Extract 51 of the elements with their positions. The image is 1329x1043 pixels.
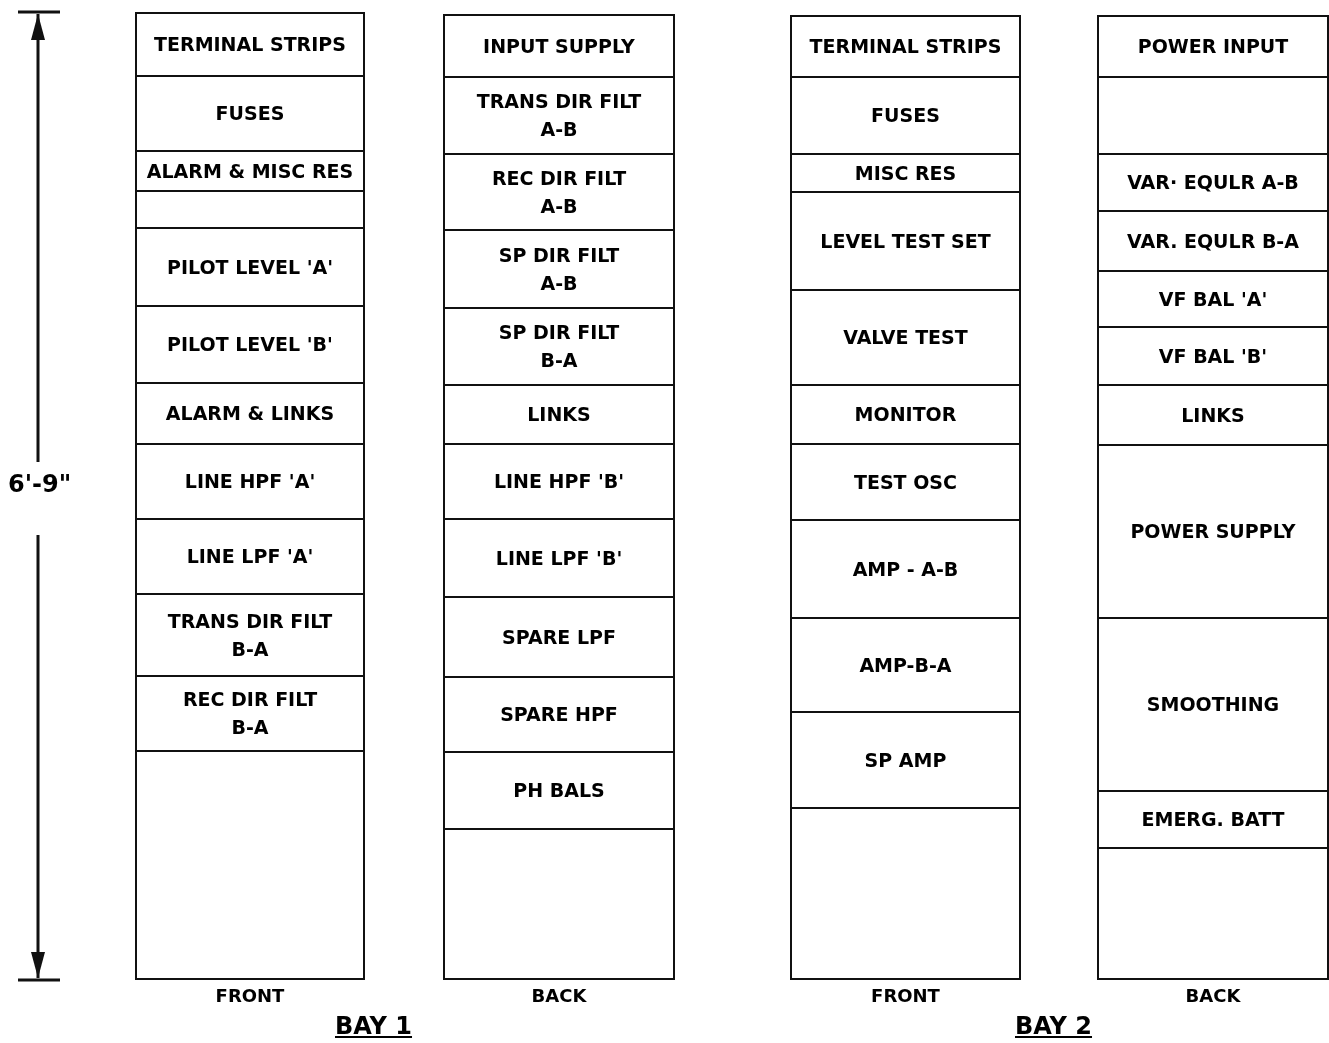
dimension-label: 6'-9" [8,470,72,498]
panel-label: FUSES [215,101,285,126]
bay-title: BAY 1 [335,1012,412,1040]
side-caption: FRONT [214,985,286,1006]
panel-label: MONITOR [854,402,957,427]
panel-label: FUSES [871,103,940,128]
panel-label: SP AMP [864,747,947,773]
panel-label: LEVEL TEST SET [820,228,991,254]
panel-label: VF BAL 'A' [1158,286,1268,312]
panel-label: LINKS [1181,402,1245,428]
panel-label: POWER INPUT [1137,34,1289,60]
panel-label: AMP-B-A [859,652,952,678]
panel-label: SP DIR FILT B-A [497,320,621,373]
equipment-rack [443,14,675,980]
panel-label: INPUT SUPPLY [483,33,635,59]
panel-label: EMERG. BATT [1141,807,1285,832]
panel-label: TRANS DIR FILT B-A [166,608,334,662]
panel-label: VF BAL 'B' [1158,343,1268,369]
panel-label: VALVE TEST [843,325,968,350]
panel-label: PH BALS [513,778,605,803]
panel-label: REC DIR FILT A-B [490,165,628,219]
panel-label: SMOOTHING [1146,692,1280,717]
panel-label: MISC RES [854,160,957,186]
panel-label: SPARE LPF [502,624,616,650]
panel-label: REC DIR FILT B-A [181,687,319,740]
side-caption: BACK [530,985,588,1006]
panel-label: ALARM & LINKS [165,401,335,426]
panel-label: LINKS [527,402,591,427]
panel-label: VAR· EQULR A-B [1127,170,1299,195]
panel-label: PILOT LEVEL 'A' [167,254,333,280]
panel-label: LINE HPF 'A' [184,469,316,494]
panel-label: LINE HPF 'B' [493,469,625,494]
panel-label: LINE LPF 'B' [495,545,623,571]
equipment-rack [135,12,365,980]
panel-label: TEST OSC [854,469,957,495]
panel-label: SP DIR FILT A-B [497,242,621,296]
panel-label: SPARE HPF [500,702,618,727]
panel-label: TERMINAL STRIPS [809,34,1002,60]
panel-label: TRANS DIR FILT A-B [475,89,643,142]
side-caption: BACK [1184,985,1242,1006]
side-caption: FRONT [870,985,941,1006]
panel-label: POWER SUPPLY [1130,519,1296,544]
equipment-rack [790,15,1021,980]
panel-label: PILOT LEVEL 'B' [167,332,333,357]
panel-label: ALARM & MISC RES [146,158,354,184]
bay-title: BAY 2 [1015,1012,1092,1040]
panel-label: VAR. EQULR B-A [1127,228,1299,254]
equipment-rack [1097,15,1329,980]
panel-label: TERMINAL STRIPS [154,32,346,58]
panel-label: AMP - A-B [852,556,959,582]
panel-label: LINE LPF 'A' [186,544,314,569]
